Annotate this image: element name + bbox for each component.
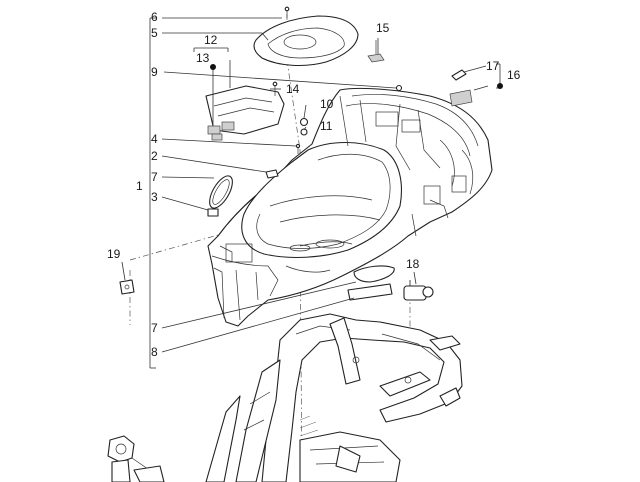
callout-4: 4 [151, 132, 158, 146]
callout-12: 12 [204, 33, 218, 47]
callout-3: 3 [151, 190, 158, 204]
callout-16: 16 [507, 68, 521, 82]
callout-9: 9 [151, 65, 158, 79]
part-12-bracket [193, 47, 229, 52]
part-1-bracket [149, 17, 156, 369]
scooter-frame [107, 313, 463, 482]
callout-8: 8 [151, 345, 158, 359]
callout-5: 5 [151, 26, 158, 40]
callout-19: 19 [107, 247, 121, 261]
callout-7-upper: 7 [151, 170, 158, 184]
callout-18: 18 [406, 257, 420, 271]
callout-10: 10 [320, 97, 334, 111]
legend-markers [210, 64, 503, 89]
callout-1: 1 [136, 179, 143, 193]
callout-13: 13 [196, 51, 210, 65]
filled-circle-icon [210, 64, 216, 70]
callout-2: 2 [151, 149, 158, 163]
callout-14: 14 [286, 82, 300, 96]
small-parts [119, 6, 473, 301]
callout-17: 17 [486, 59, 500, 73]
filled-circle-icon [497, 83, 503, 89]
callout-11: 11 [320, 119, 333, 133]
callout-15: 15 [376, 21, 390, 35]
seat-lid [253, 15, 359, 66]
callout-numbers: 6 5 12 13 15 9 14 10 11 17 16 4 2 1 7 3 … [107, 10, 521, 359]
storage-compartment [207, 87, 493, 327]
callout-7-lower: 7 [151, 321, 158, 335]
callout-6: 6 [151, 10, 158, 24]
leader-lines [121, 17, 489, 353]
